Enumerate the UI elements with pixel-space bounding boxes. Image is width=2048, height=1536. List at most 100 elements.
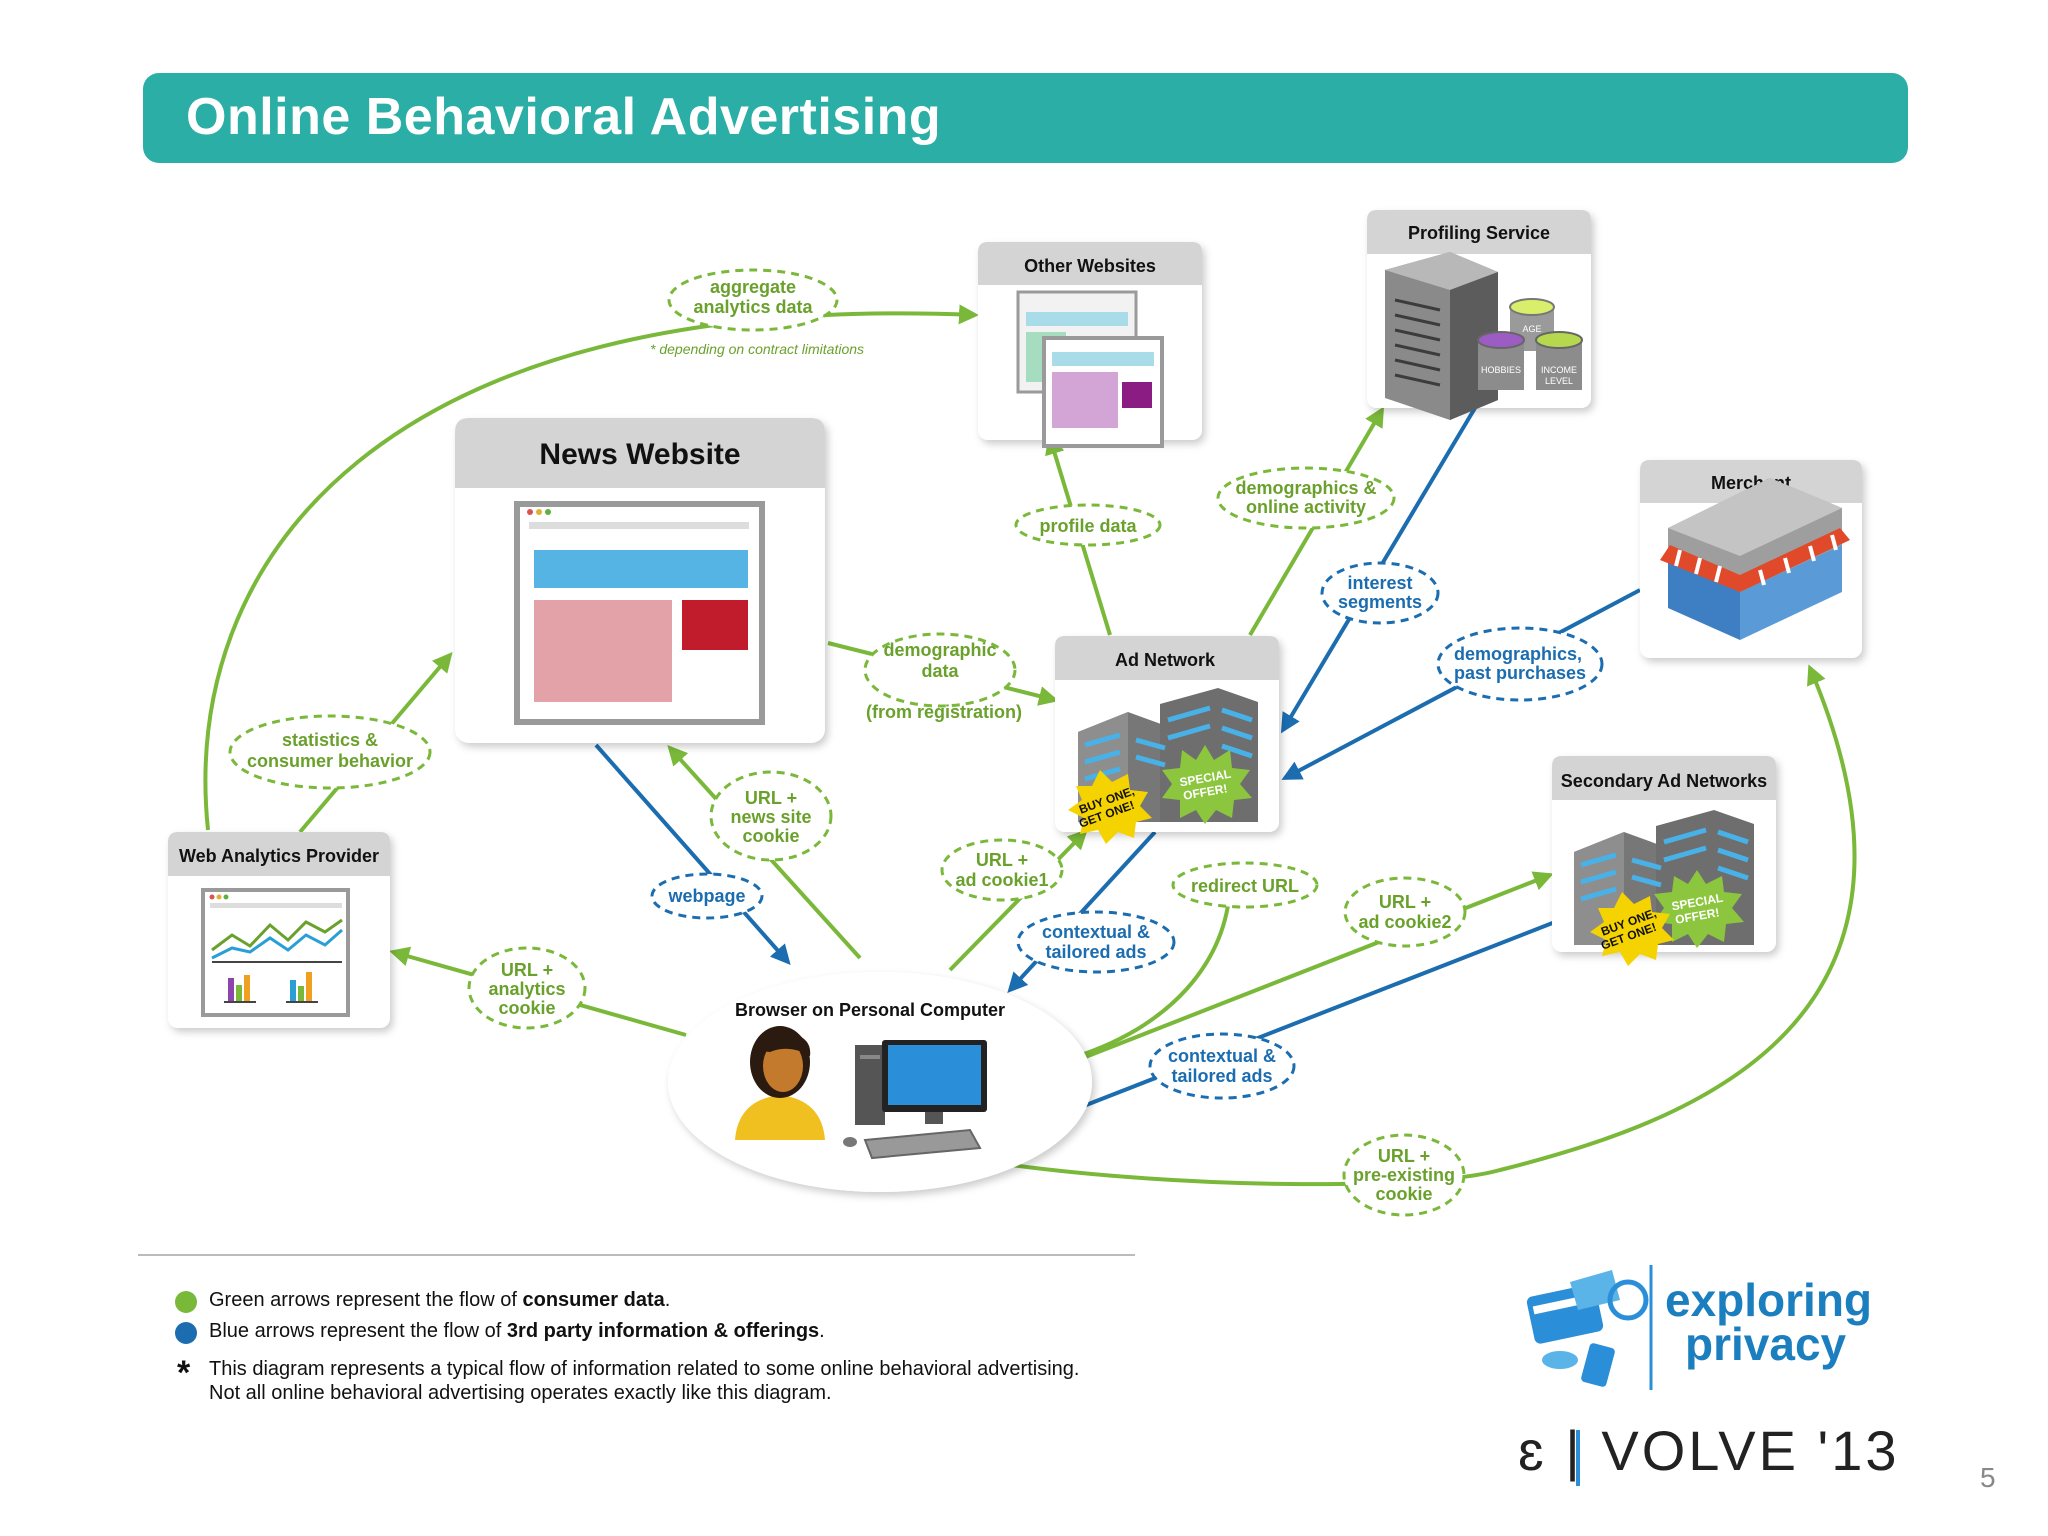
- contextual-1-label-1: contextual &: [1042, 922, 1150, 942]
- storefront-icon: [1660, 478, 1850, 640]
- bubble-url-ad2: [1343, 876, 1467, 948]
- url-analytics-label-3: cookie: [498, 998, 555, 1018]
- other-websites-title: Other Websites: [1024, 256, 1156, 276]
- blue-dot-icon: [175, 1322, 197, 1344]
- contract-note: * depending on contract limitations: [650, 341, 864, 357]
- browser-title: Browser on Personal Computer: [735, 1000, 1005, 1020]
- url-ad1-label-1: URL +: [976, 850, 1028, 870]
- page-title: Online Behavioral Advertising: [186, 88, 942, 146]
- demographic-label-1: demographic: [883, 640, 996, 660]
- web-analytics-provider-title: Web Analytics Provider: [179, 846, 379, 866]
- url-ad1-label-2: ad cookie1: [955, 870, 1048, 890]
- bubble-contextual-1: [1016, 910, 1176, 974]
- green-dot-icon: [175, 1291, 197, 1313]
- bubble-webpage: [650, 872, 764, 920]
- secondary-buy-one-badge: BUY ONE, GET ONE!: [1590, 892, 1674, 966]
- arrow-url-ad2: [1064, 871, 1554, 1067]
- arrow-url-ad1: [948, 829, 1088, 972]
- paint-cans-icon: AGE HOBBIES INCOME LEVEL: [1477, 298, 1583, 390]
- bubble-url-news: [709, 770, 833, 862]
- arrow-webpage: [594, 743, 791, 965]
- legend-green-bold: consumer data: [522, 1289, 665, 1311]
- contextual-2-label-2: tailored ads: [1171, 1066, 1272, 1086]
- url-news-label-1: URL +: [745, 788, 797, 808]
- url-analytics-label-2: analytics: [488, 979, 565, 999]
- special-offer-badge: SPECIAL OFFER!: [1162, 745, 1252, 824]
- legend-note-1: This diagram represents a typical flow o…: [209, 1358, 1080, 1380]
- bubble-demo-online: [1216, 466, 1396, 530]
- demo-purchases-label-2: past purchases: [1454, 663, 1586, 683]
- bubble-url-analytics: [467, 946, 587, 1030]
- income-label-1: INCOME: [1541, 365, 1577, 375]
- legend: Green arrows represent the flow of consu…: [175, 1285, 1175, 1405]
- person-icon: [735, 1026, 825, 1140]
- contextual-1-label-2: tailored ads: [1045, 942, 1146, 962]
- bubble-redirect: [1171, 861, 1319, 909]
- statistics-label-1: statistics &: [282, 730, 378, 750]
- statistics-label-2: consumer behavior: [247, 751, 413, 771]
- profiling-service-title: Profiling Service: [1408, 223, 1550, 243]
- hobbies-label: HOBBIES: [1481, 365, 1521, 375]
- legend-note-2: Not all online behavioral advertising op…: [209, 1382, 832, 1404]
- buy-one-badge: BUY ONE, GET ONE!: [1068, 770, 1152, 844]
- bubble-profile: [1014, 503, 1162, 547]
- bubble-url-ad1: [940, 838, 1064, 902]
- url-news-label-3: cookie: [742, 826, 799, 846]
- redirect-url-label: redirect URL: [1191, 876, 1299, 896]
- bubble-demographic: [863, 632, 1017, 708]
- news-website-illustration: [514, 501, 765, 725]
- url-analytics-label-1: URL +: [501, 960, 553, 980]
- from-registration-label: (from registration): [866, 702, 1022, 722]
- url-pre-label-1: URL +: [1378, 1146, 1430, 1166]
- analytics-chart-icon: [201, 888, 350, 1017]
- demo-purchases-label-1: demographics,: [1454, 644, 1582, 664]
- legend-green-text: Green arrows represent the flow of: [209, 1289, 523, 1311]
- secondary-special-offer-badge: SPECIAL OFFER!: [1654, 870, 1744, 948]
- url-pre-label-2: pre-existing: [1353, 1165, 1455, 1185]
- bubble-contextual-2: [1148, 1032, 1296, 1100]
- arrow-contextual-2: [1054, 920, 1556, 1120]
- evolve-logo: ɛ | VOLVE '13: [1518, 1419, 1900, 1482]
- legend-blue-suffix: .: [819, 1320, 825, 1342]
- secondary-ad-networks-title: Secondary Ad Networks: [1561, 771, 1767, 791]
- url-ad2-label-2: ad cookie2: [1358, 912, 1451, 932]
- bubble-statistics: [228, 714, 432, 790]
- legend-blue-row: Blue arrows represent the flow of 3rd pa…: [175, 1316, 1175, 1347]
- bubble-aggregate: [667, 268, 839, 332]
- arrow-url-pre: [989, 664, 1857, 1187]
- legend-blue-bold: 3rd party information & offerings: [506, 1320, 820, 1342]
- ad-network-title: Ad Network: [1115, 650, 1216, 670]
- profile-data-label: profile data: [1039, 516, 1137, 536]
- exploring-privacy-logo: exploring privacy: [1665, 1274, 1873, 1370]
- title-bar: Online Behavioral Advertising: [143, 73, 1908, 163]
- bubble-demo-purchases: [1436, 626, 1604, 702]
- bubble-interest: [1320, 561, 1440, 625]
- demo-online-label-2: online activity: [1246, 497, 1366, 517]
- legend-blue-text: Blue arrows represent the flow of: [209, 1320, 507, 1342]
- age-label: AGE: [1522, 324, 1541, 334]
- legend-green-suffix: .: [664, 1289, 671, 1311]
- asterisk-icon: *: [177, 1354, 191, 1392]
- aggregate-label-1: aggregate: [710, 277, 796, 297]
- news-website-title: News Website: [539, 438, 740, 471]
- income-label-2: LEVEL: [1545, 376, 1573, 386]
- legend-green-row: Green arrows represent the flow of consu…: [175, 1285, 1175, 1316]
- interest-label-2: segments: [1338, 592, 1422, 612]
- other-websites-illustration: [1016, 290, 1164, 448]
- interest-label-1: interest: [1347, 573, 1412, 593]
- page-number: 5: [1980, 1462, 1996, 1493]
- computer-icon: [843, 1040, 987, 1160]
- aggregate-label-2: analytics data: [693, 297, 813, 317]
- exploring-privacy-logo-icon: [1526, 1270, 1649, 1387]
- arrow-redirect: [1064, 879, 1232, 1062]
- demographic-label-2: data: [921, 661, 959, 681]
- contextual-2-label-1: contextual &: [1168, 1046, 1276, 1066]
- webpage-label: webpage: [667, 886, 745, 906]
- brand-line-1: exploring: [1665, 1274, 1873, 1326]
- legend-note-row: * This diagram represents a typical flow…: [175, 1354, 1175, 1405]
- url-news-label-2: news site: [730, 807, 811, 827]
- brand-line-2: privacy: [1685, 1318, 1847, 1370]
- url-ad2-label-1: URL +: [1379, 892, 1431, 912]
- bubble-url-pre: [1342, 1133, 1466, 1217]
- demo-online-label-1: demographics &: [1235, 478, 1376, 498]
